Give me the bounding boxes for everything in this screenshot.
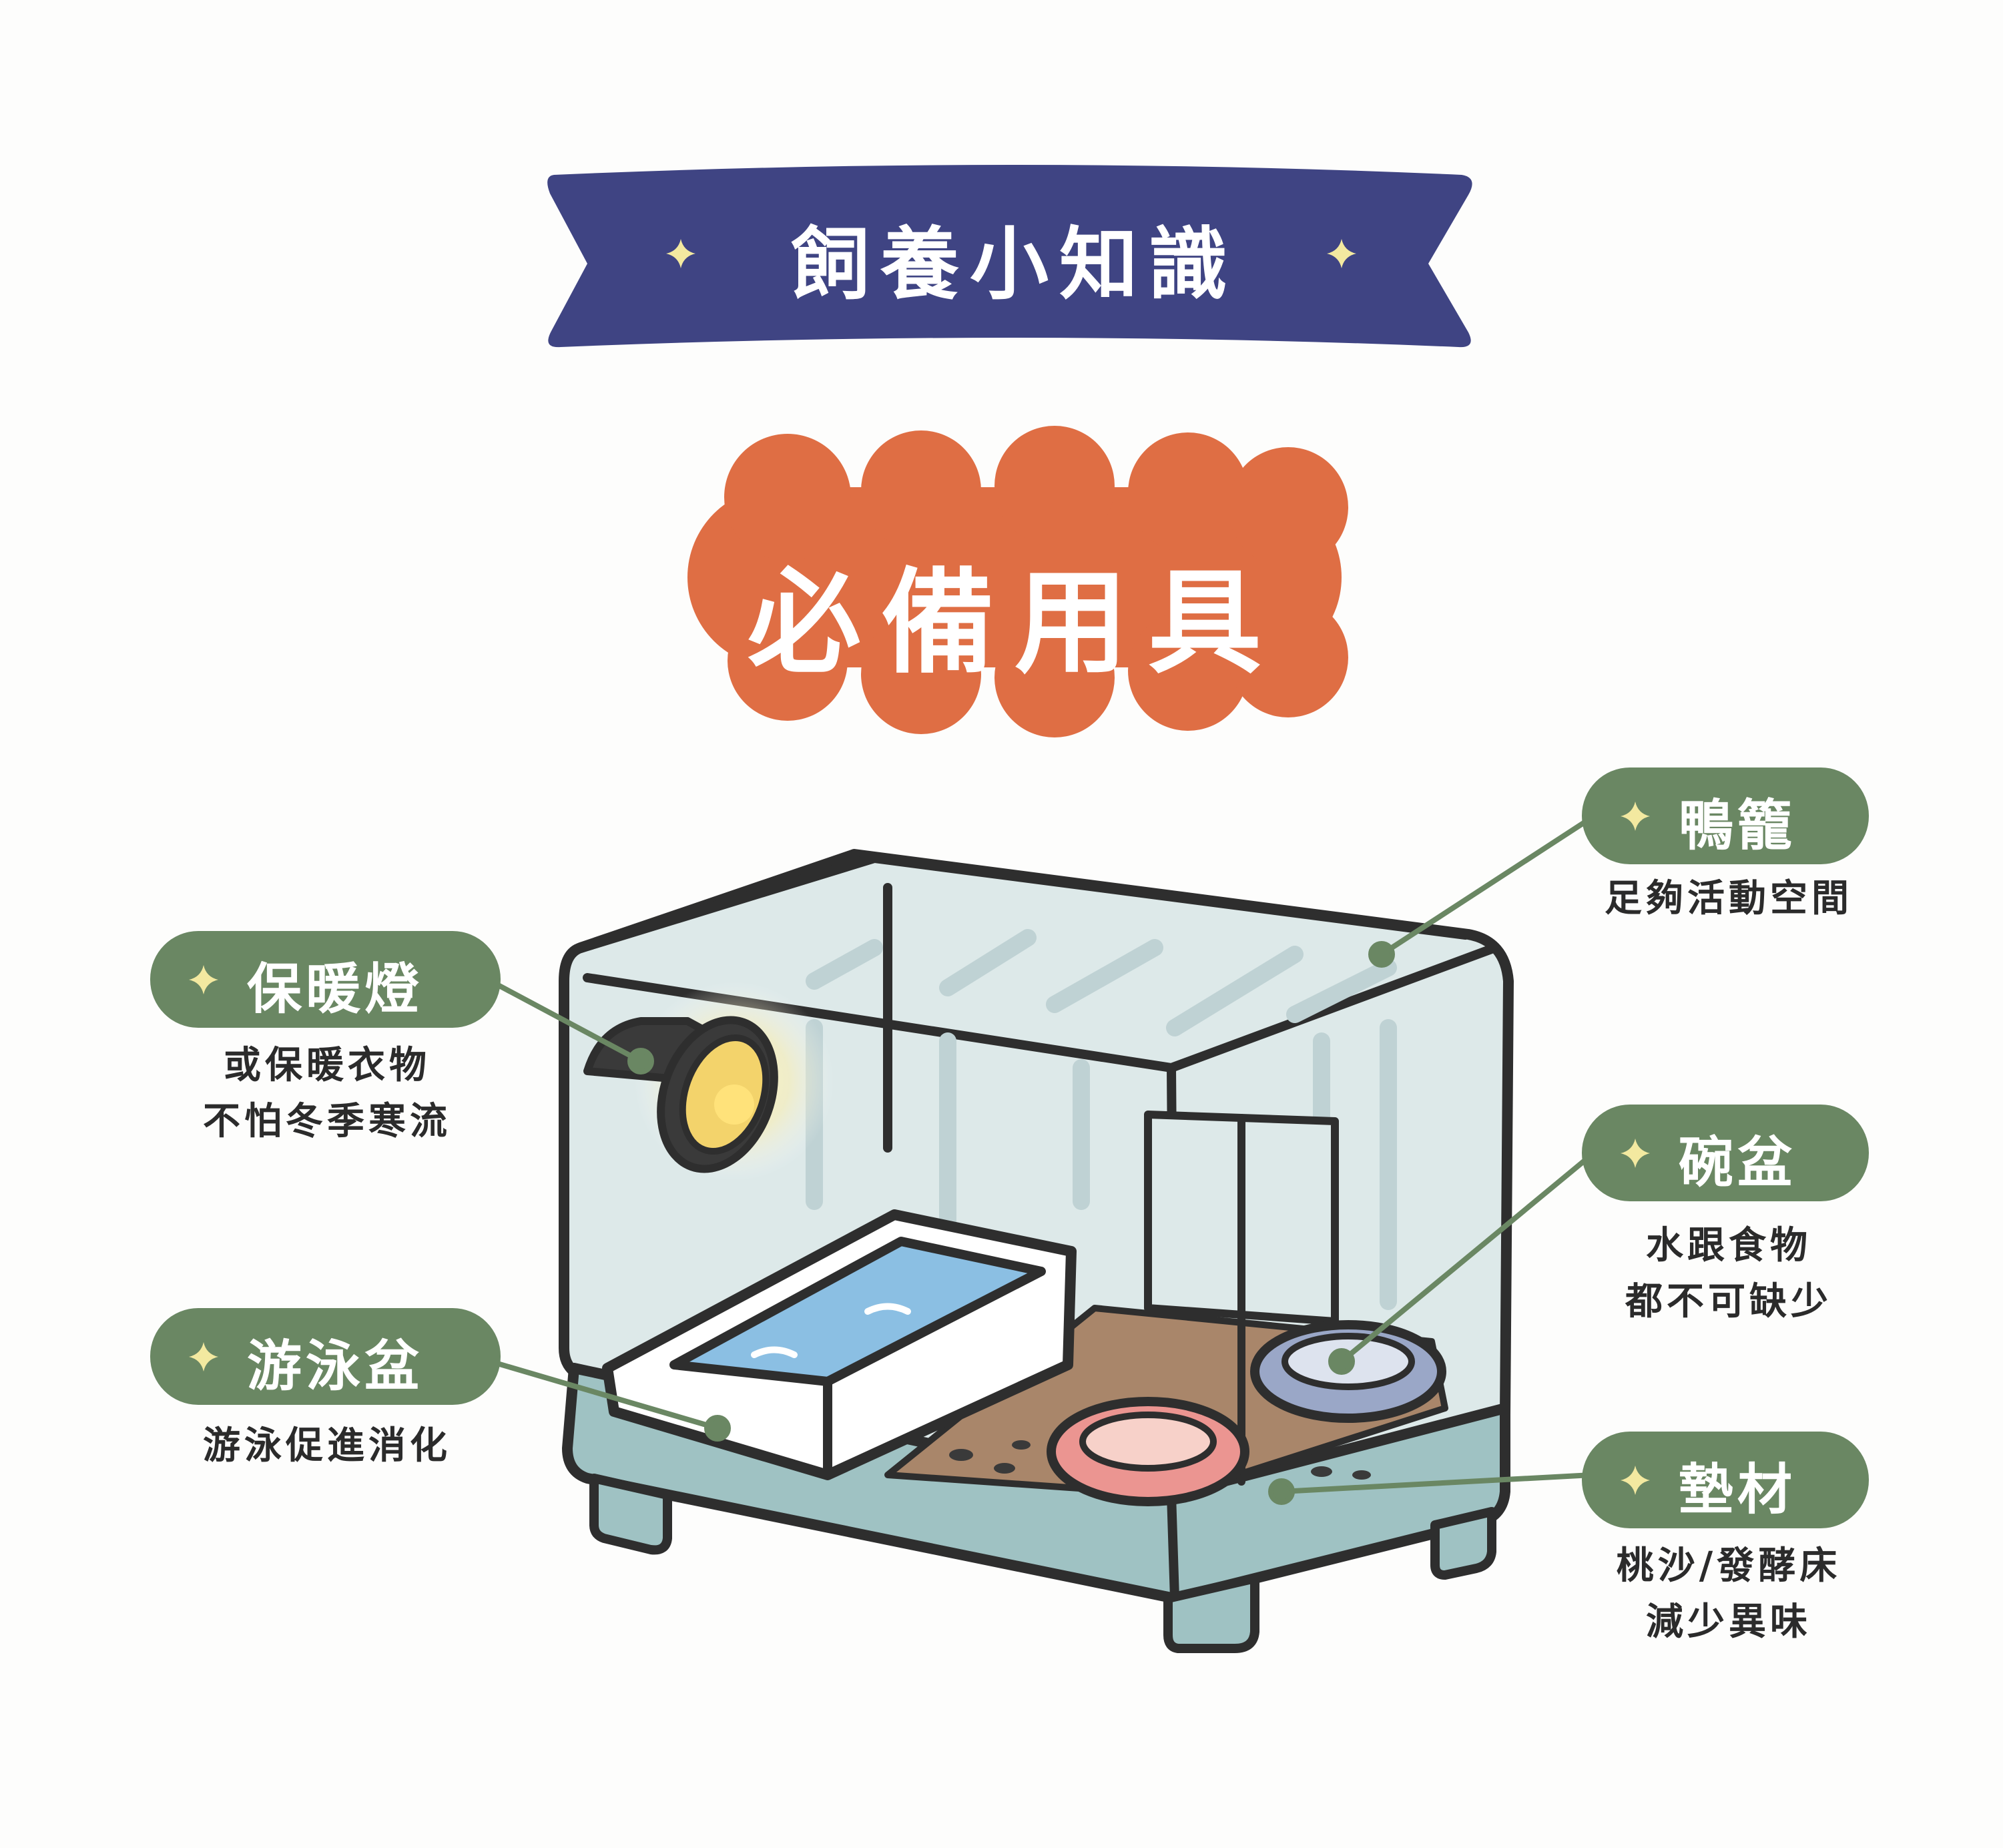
section-title-badge xyxy=(687,426,1348,737)
callout-note-cage: 足夠活動空間 xyxy=(1548,871,1909,927)
page-title: 必備用具 xyxy=(747,557,1281,689)
banner-title: 飼養小知識 xyxy=(790,218,1238,310)
callout-note-substrate: 桃沙/發酵床 減少異味 xyxy=(1548,1538,1909,1650)
note-line: 桃沙/發酵床 xyxy=(1616,1544,1841,1588)
callout-note-lamp: 或保暖衣物 不怕冬季寒流 xyxy=(154,1038,501,1150)
note-line: 減少異味 xyxy=(1646,1600,1811,1644)
callout-label-pool: 游泳盆 xyxy=(247,1335,424,1398)
note-line: 或保暖衣物 xyxy=(224,1044,431,1087)
note-line: 水跟食物 xyxy=(1646,1224,1811,1267)
banner-ribbon xyxy=(547,165,1472,348)
callout-pills xyxy=(150,767,1869,1528)
callout-note-pool: 游泳促進消化 xyxy=(154,1418,501,1474)
note-line: 游泳促進消化 xyxy=(203,1424,451,1468)
note-line: 都不可缺少 xyxy=(1625,1280,1832,1323)
callout-leaders xyxy=(489,815,1594,1505)
callout-label-cage: 鴨籠 xyxy=(1679,794,1797,858)
callout-label-bowl: 碗盆 xyxy=(1679,1131,1797,1195)
callout-note-bowl: 水跟食物 都不可缺少 xyxy=(1548,1218,1909,1330)
note-line: 足夠活動空間 xyxy=(1605,877,1853,920)
note-line: 不怕冬季寒流 xyxy=(203,1100,451,1143)
swimming-tub-icon xyxy=(602,1209,1077,1480)
heat-lamp-icon xyxy=(583,981,834,1181)
callout-label-substrate: 墊材 xyxy=(1679,1458,1797,1522)
duck-cage-icon xyxy=(559,849,1514,1653)
callout-label-lamp: 保暖燈 xyxy=(247,958,424,1021)
